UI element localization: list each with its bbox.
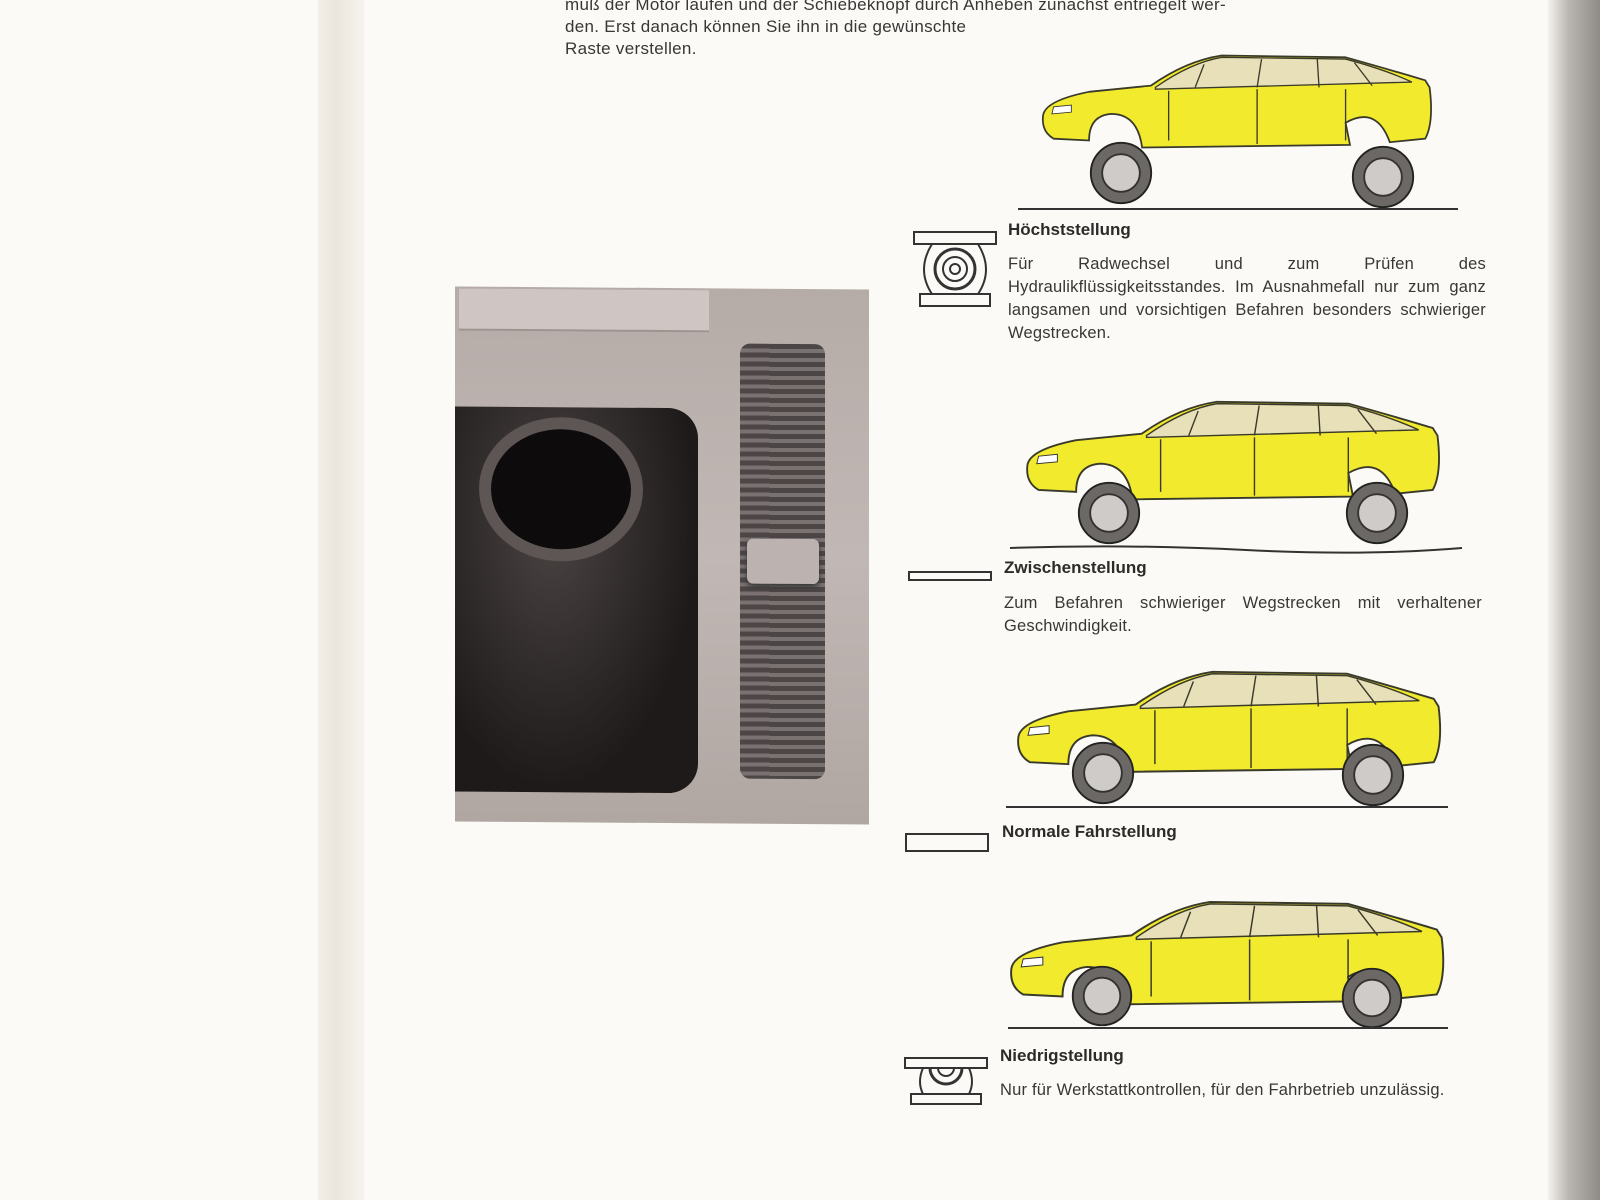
page-gutter (318, 0, 364, 1200)
console-panel-top (459, 288, 709, 333)
section-text: Nur für Werkstattkontrollen, für den Fah… (1000, 1081, 1445, 1099)
car-normal-illustration (1006, 670, 1448, 808)
car-high-illustration (1018, 54, 1458, 210)
intro-text: muß der Motor laufen und der Schiebeknop… (565, 0, 1425, 60)
gear-knob (479, 416, 643, 562)
suspension-normal-icon (905, 833, 989, 852)
height-selector-knob (747, 538, 819, 585)
section-text: Für Radwechsel und zum Prüfen des Hydrau… (1008, 255, 1486, 342)
section-text: Zum Befahren schwieriger Wegstrecken mit… (1004, 594, 1482, 635)
car-intermediate-illustration (1009, 400, 1463, 554)
console-photo (455, 286, 869, 825)
section-title: Höchststellung (1008, 220, 1131, 239)
page-edge (1548, 0, 1600, 1200)
suspension-high-icon (913, 231, 997, 307)
intro-line: den. Erst danach können Sie ihn in die g… (565, 17, 967, 36)
intro-line: muß der Motor laufen und der Schiebeknop… (565, 0, 1226, 14)
section-title: Normale Fahrstellung (1002, 822, 1177, 841)
car-low-illustration (1008, 900, 1448, 1029)
section-title: Zwischenstellung (1004, 558, 1147, 577)
suspension-low-icon (904, 1057, 988, 1105)
section-title: Niedrigstellung (1000, 1046, 1124, 1065)
intro-line: Raste verstellen. (565, 39, 697, 58)
suspension-intermediate-icon (908, 571, 992, 581)
